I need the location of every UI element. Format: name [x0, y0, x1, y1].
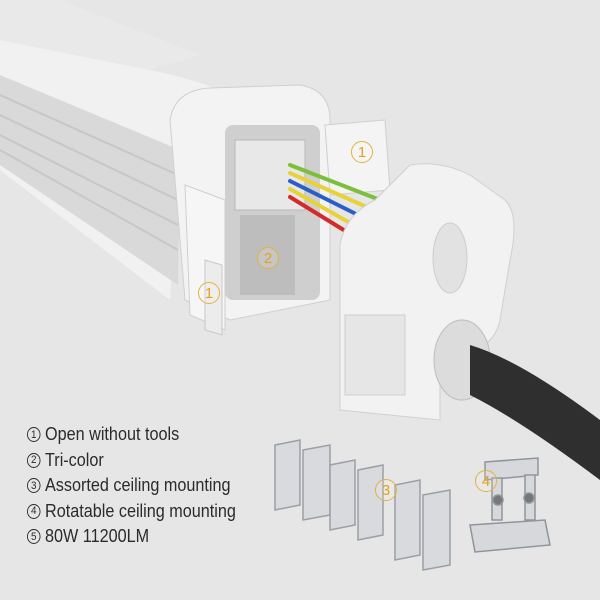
mounting-clips — [274, 439, 451, 571]
feature-number: 5 — [27, 529, 41, 545]
feature-label: 80W 11200LM — [45, 526, 150, 547]
light-fixture-body — [0, 0, 230, 300]
feature-label: Assorted ceiling mounting — [45, 475, 231, 496]
marker-open-cap: 1 — [351, 141, 373, 163]
feature-label: Rotatable ceiling mounting — [45, 500, 236, 521]
marker-rotatable-mounting: 4 — [475, 470, 497, 492]
feature-label: Tri-color — [45, 449, 104, 470]
marker-open-clip: 1 — [198, 282, 220, 304]
marker-tri-color: 2 — [257, 247, 279, 269]
end-cap — [339, 163, 600, 480]
feature-label: Open without tools — [45, 424, 180, 445]
rotatable-bracket — [469, 457, 551, 553]
feature-number: 2 — [27, 452, 41, 468]
feature-number: 3 — [27, 478, 41, 494]
marker-assorted-mounting: 3 — [375, 479, 397, 501]
feature-number: 1 — [27, 427, 41, 443]
feature-number: 4 — [27, 503, 41, 519]
